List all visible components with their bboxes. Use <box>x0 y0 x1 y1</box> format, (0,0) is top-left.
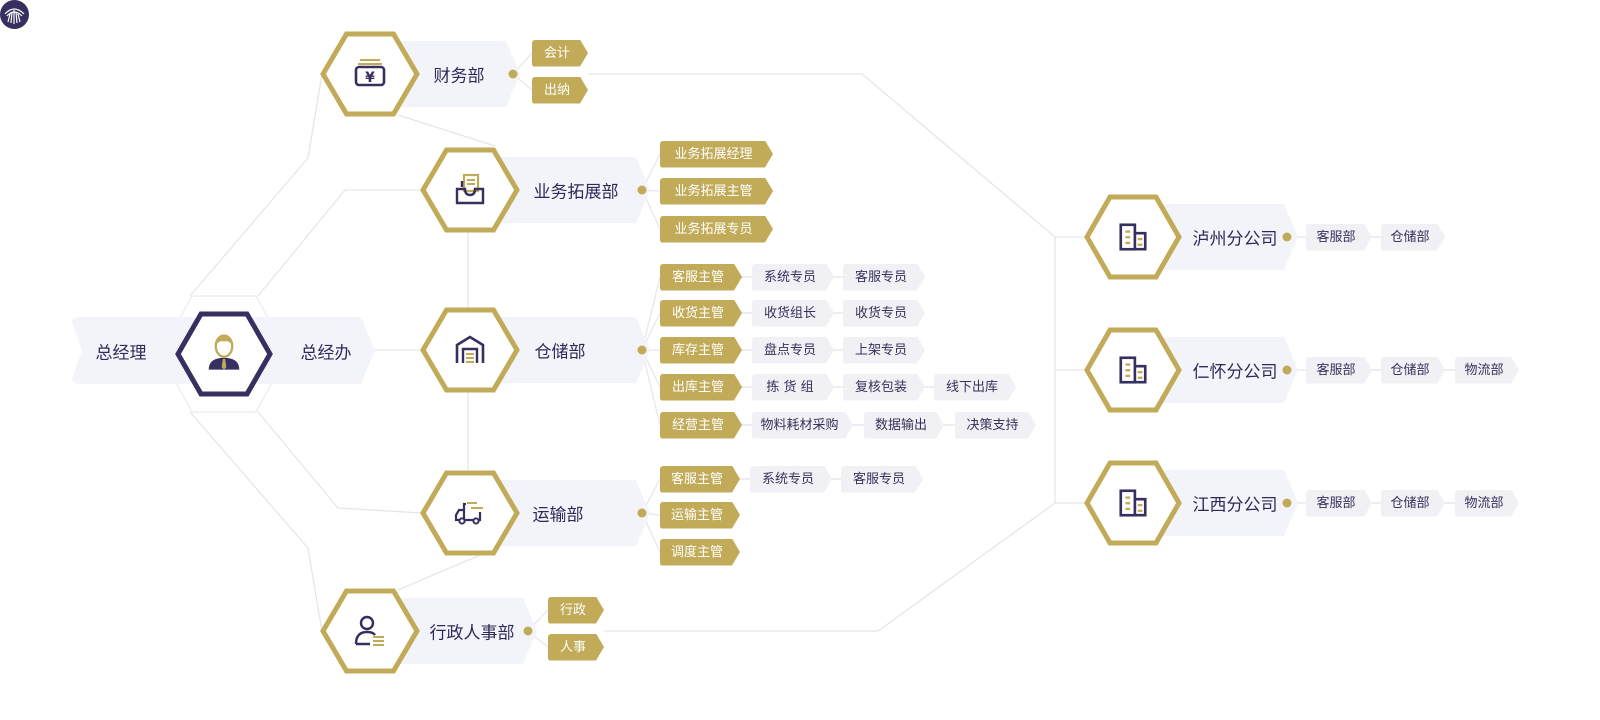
role-tag-lead[interactable]: 经营主管 <box>660 412 742 439</box>
svg-text:¥: ¥ <box>365 70 375 86</box>
branch-unit-tag[interactable]: 客服部 <box>1306 224 1372 251</box>
connector-dot <box>1282 232 1292 242</box>
connector-line <box>641 349 661 426</box>
role-tag-lead[interactable]: 业务拓展经理 <box>660 141 773 168</box>
connector-dot <box>637 185 647 195</box>
role-tag-lead[interactable]: 出纳 <box>532 77 588 104</box>
root-band <box>70 317 195 384</box>
office-label: 总经办 <box>300 343 352 364</box>
role-tag-lead[interactable]: 出库主管 <box>660 374 742 401</box>
department-hexagon <box>320 31 420 117</box>
branch-unit-tag[interactable]: 仓储部 <box>1381 224 1445 251</box>
role-tag-lead[interactable]: 业务拓展主管 <box>660 178 773 205</box>
branch-unit-tag[interactable]: 物流部 <box>1455 357 1519 384</box>
role-tag-lead[interactable]: 客服主管 <box>660 466 740 493</box>
role-tag[interactable]: 收货组长 <box>752 300 834 327</box>
branch-unit-tag[interactable]: 仓储部 <box>1381 357 1445 384</box>
branch-hexagon <box>1084 327 1182 413</box>
root-title: 总经理 <box>95 343 147 364</box>
branch-hexagon <box>1084 460 1182 546</box>
role-tag-lead[interactable]: 收货主管 <box>660 300 742 327</box>
building-icon <box>1119 356 1147 384</box>
role-tag[interactable]: 上架专员 <box>843 337 925 364</box>
building-icon <box>1119 489 1147 517</box>
branch-name[interactable]: 泸州分公司 <box>1192 229 1278 250</box>
connector-dot <box>508 69 518 79</box>
role-tag[interactable]: 拣 货 组 <box>752 374 834 401</box>
role-tag-lead[interactable]: 人事 <box>548 634 604 661</box>
connector-dot <box>523 626 533 636</box>
department-name[interactable]: 财务部 <box>433 66 485 87</box>
department-hexagon <box>320 588 420 674</box>
role-tag[interactable]: 系统专员 <box>752 264 834 291</box>
company-logo-icon <box>0 0 29 29</box>
role-tag-lead[interactable]: 运输主管 <box>660 502 740 529</box>
role-tag[interactable]: 系统专员 <box>750 466 832 493</box>
connector-line <box>641 276 661 351</box>
branch-name[interactable]: 江西分公司 <box>1192 495 1278 516</box>
yen-wallet-icon: ¥ <box>354 59 386 87</box>
role-tag-lead[interactable]: 会计 <box>532 40 588 67</box>
department-name[interactable]: 行政人事部 <box>429 623 515 644</box>
connector-line <box>257 411 423 514</box>
branch-unit-tag[interactable]: 客服部 <box>1306 490 1372 517</box>
connector-line <box>588 73 1085 238</box>
connector-dot <box>1282 498 1292 508</box>
role-tag-lead[interactable]: 调度主管 <box>660 539 740 566</box>
branch-name[interactable]: 仁怀分公司 <box>1192 362 1278 383</box>
inbox-document-icon <box>455 173 485 205</box>
role-tag[interactable]: 数据输出 <box>864 412 944 439</box>
department-name[interactable]: 仓储部 <box>534 342 586 363</box>
role-tag[interactable]: 复核包装 <box>843 374 925 401</box>
role-tag[interactable]: 客服专员 <box>843 264 925 291</box>
connector-line <box>189 73 323 297</box>
connector-dot <box>1282 365 1292 375</box>
role-tag[interactable]: 收货专员 <box>843 300 925 327</box>
branch-unit-tag[interactable]: 客服部 <box>1306 357 1372 384</box>
role-tag-lead[interactable]: 行政 <box>548 597 604 624</box>
department-name[interactable]: 运输部 <box>532 505 584 526</box>
role-tag[interactable]: 盘点专员 <box>752 337 834 364</box>
department-name[interactable]: 业务拓展部 <box>533 182 619 203</box>
connector-line <box>189 411 323 632</box>
role-tag-lead[interactable]: 库存主管 <box>660 337 742 364</box>
branch-unit-tag[interactable]: 仓储部 <box>1381 490 1445 517</box>
person-list-icon <box>354 615 384 646</box>
truck-icon <box>454 502 483 525</box>
connector-line <box>397 114 496 147</box>
branch-unit-tag[interactable]: 物流部 <box>1455 490 1519 517</box>
connector-dot <box>637 345 647 355</box>
manager-icon <box>208 334 240 370</box>
role-tag[interactable]: 决策支持 <box>955 412 1036 439</box>
building-icon <box>1119 223 1147 251</box>
role-tag-lead[interactable]: 业务拓展专员 <box>660 216 773 243</box>
warehouse-icon <box>455 335 485 363</box>
role-tag[interactable]: 客服专员 <box>841 466 923 493</box>
role-tag[interactable]: 线下出库 <box>934 374 1016 401</box>
connector-line <box>257 189 422 297</box>
role-tag-lead[interactable]: 客服主管 <box>660 264 742 291</box>
org-chart: 总经理总经办¥财务部会计出纳业务拓展部业务拓展经理业务拓展主管业务拓展专员仓储部… <box>0 0 1600 674</box>
department-hexagon <box>420 470 520 556</box>
connector-line <box>397 554 481 591</box>
connector-dot <box>637 508 647 518</box>
branch-hexagon <box>1084 194 1182 280</box>
role-tag[interactable]: 物料耗材采购 <box>752 412 853 439</box>
connector-line <box>604 502 1085 632</box>
